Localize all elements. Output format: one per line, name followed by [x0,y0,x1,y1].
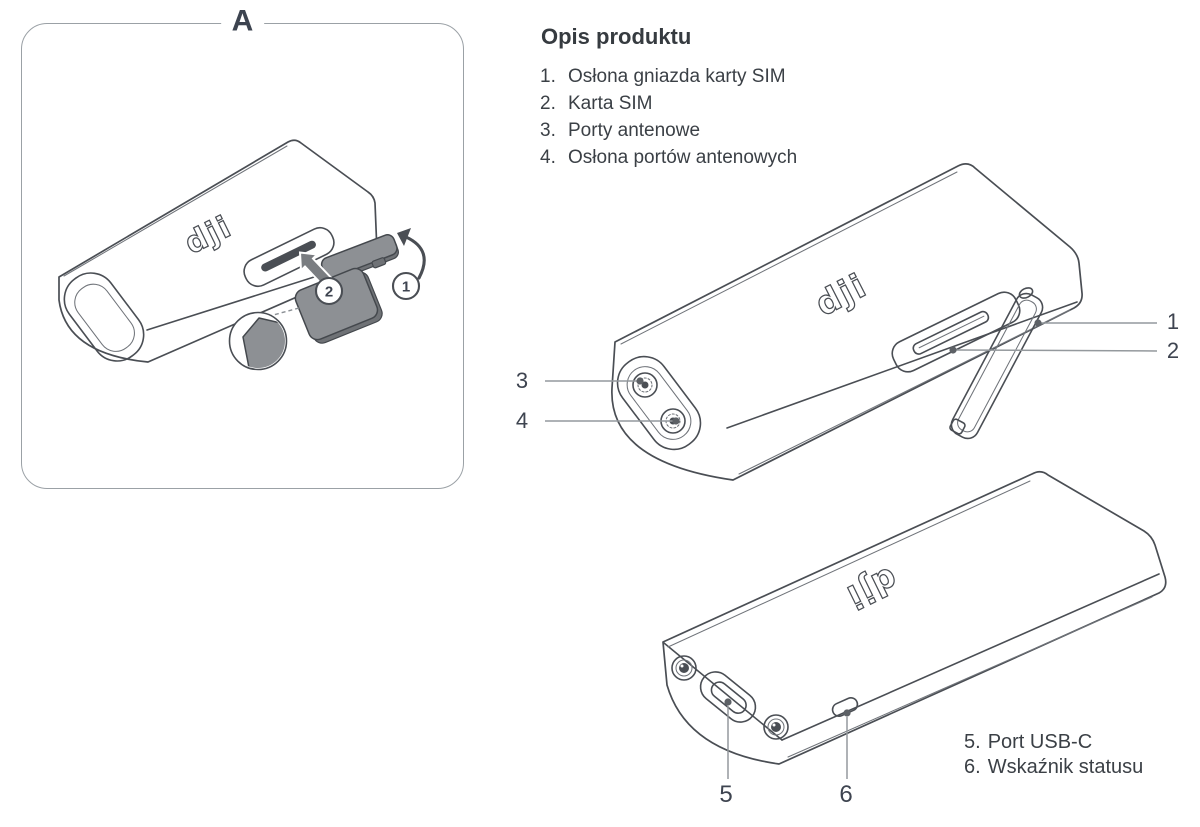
callout-dot-4 [672,417,680,425]
antenna-ports-recess [616,355,702,451]
underside-band-highlight [787,596,1153,758]
product-description: Opis produktu 1. Osłona gniazda karty SI… [540,24,797,171]
antenna-cover-recess-closed [63,272,145,362]
step-1-number: 1 [402,279,410,296]
device-underside-body [662,470,1167,765]
callout-number-1: 1 [1166,309,1180,334]
callout-number-6: 6 [839,781,853,808]
device-top-body [611,163,1083,481]
callout-dot-5 [724,698,732,706]
detail-box-a: A [21,4,464,489]
underside-endface-edge [663,642,783,741]
item-number: 1. [540,66,556,87]
item-text: Karta SIM [568,93,653,114]
step-2-number: 2 [325,284,333,301]
sim-slot-recess [243,226,335,288]
box-a-label: A [220,4,265,39]
list-item: 4. Osłona portów antenowych [540,144,797,171]
callout-number-4: 4 [515,408,529,433]
device-bottom-view-illustration: dji [662,470,1167,779]
step-2-bubble [314,276,344,306]
magnified-sim-corner [242,317,285,368]
callout-dot-1 [1034,319,1042,327]
callout-dot-2 [949,346,957,354]
port-labels: 5. Port USB-C 6. Wskaźnik statusu [964,730,1143,780]
sim-slot-recess-open [891,291,1021,373]
item-number: 6. [964,756,981,778]
list-item: 2. Karta SIM [540,90,797,117]
device-top-edge [726,301,1078,429]
step-1-bubble [391,271,421,301]
item-number: 4. [540,147,556,168]
underside-top-highlight [667,480,1031,648]
device-sim-insertion-illustration: dji [58,139,426,371]
flip-open-arrowhead [397,228,411,246]
callout-number-5: 5 [719,781,733,808]
list-item: 5. Port USB-C [964,730,1143,755]
callout-number-3: 3 [515,368,529,393]
item-text: Porty antenowe [568,120,701,141]
flip-open-arrow [404,235,426,280]
device-bottom-highlight [738,309,1071,475]
sim-cover-flap-standing [949,292,1044,440]
device-a-top-highlight [63,145,288,277]
item-text: Osłona gniazda karty SIM [568,66,786,87]
callout-dot-6 [843,709,851,717]
list-item: 6. Wskaźnik statusu [964,755,1143,780]
item-number: 2. [540,93,556,114]
usb-c-port [699,671,757,723]
sim-corner-magnifier [228,307,300,371]
sim-slot-opening [261,240,316,272]
list-item: 1. Osłona gniazda karty SIM [540,63,797,90]
antenna-port-1 [632,372,658,398]
callout-number-2: 2 [1166,338,1180,363]
item-number: 3. [540,120,556,141]
item-text: Osłona portów antenowych [568,147,798,168]
device-top-view-illustration: dji [545,163,1158,481]
callout-dot-3 [636,377,644,385]
section-title: Opis produktu [541,24,692,49]
antenna-screw-port-2 [763,714,789,740]
leader-line-2 [955,349,1158,352]
item-number: 5. [964,731,981,753]
item-text: Port USB-C [987,731,1093,753]
item-text: Wskaźnik statusu [987,756,1144,778]
antenna-screw-port-1 [671,655,697,681]
device-top-highlight [620,171,958,345]
list-item: 3. Porty antenowe [540,117,797,144]
